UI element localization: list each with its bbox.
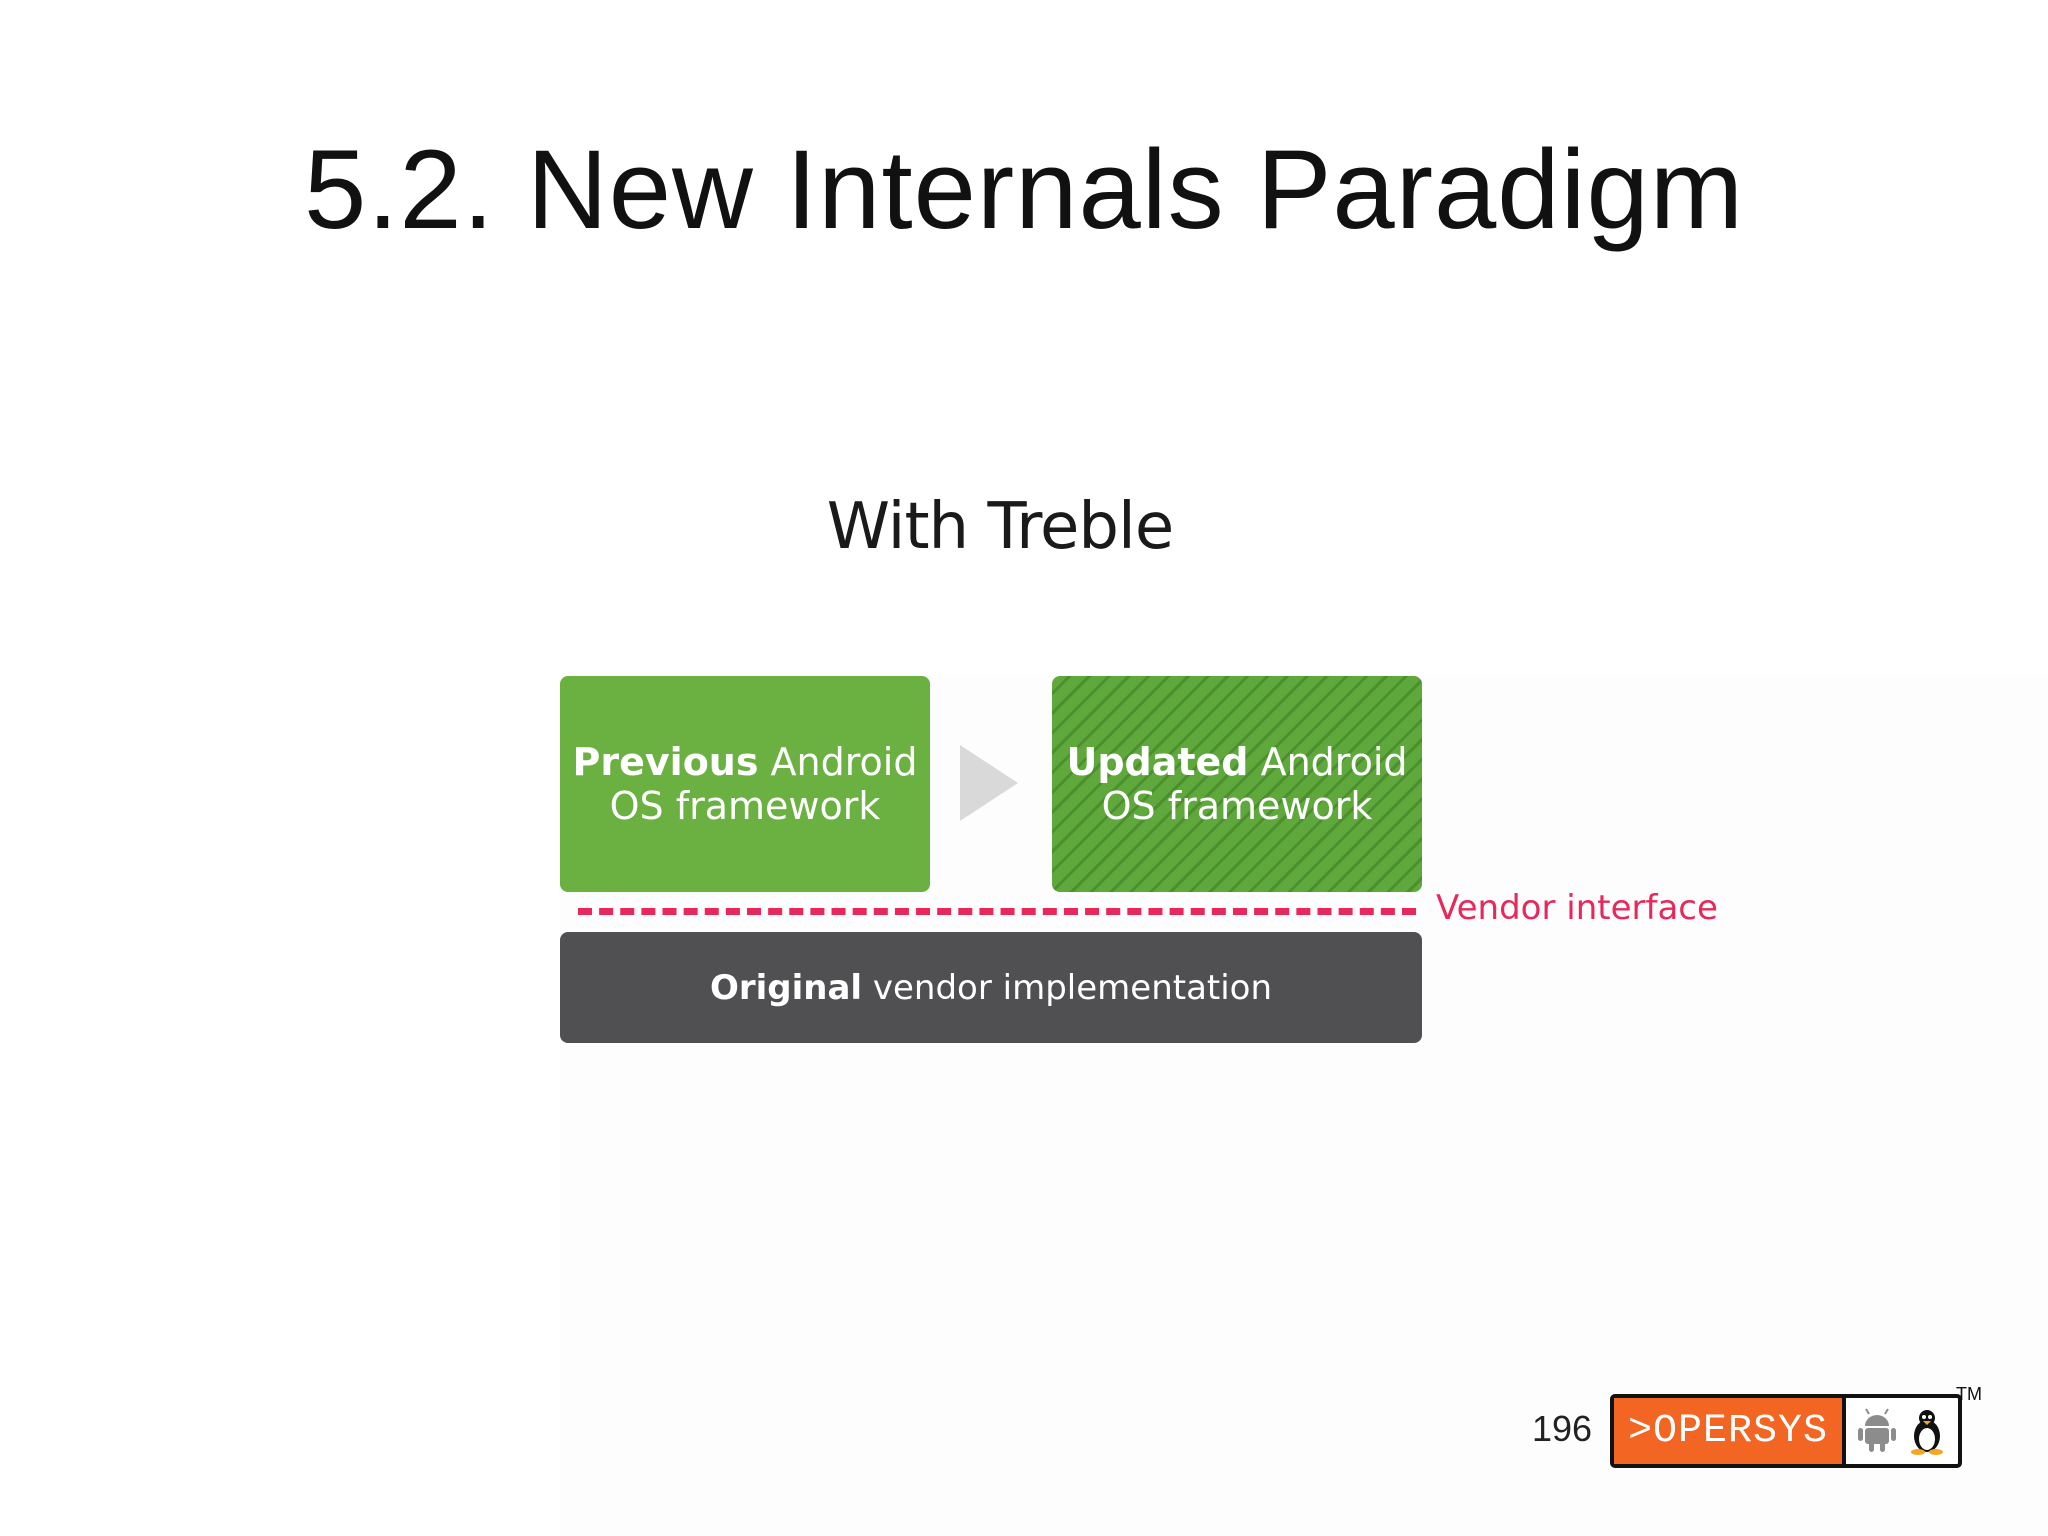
vendor-implementation-box: Original vendor implementation	[560, 932, 1422, 1043]
previous-box-rest: Android	[758, 740, 918, 784]
updated-box-rest: Android	[1248, 740, 1408, 784]
opersys-logo: >OPERSYS	[1610, 1394, 1962, 1468]
play-triangle-icon	[960, 745, 1018, 821]
vendor-interface-line	[578, 908, 1416, 915]
logo-icons	[1842, 1398, 1958, 1464]
previous-framework-box: Previous Android OS framework	[560, 676, 930, 892]
page-title: 5.2. New Internals Paradigm	[303, 127, 1745, 252]
page-number: 196	[1532, 1408, 1593, 1449]
previous-box-bold: Previous	[572, 740, 759, 784]
android-icon	[1858, 1408, 1896, 1452]
tux-penguin-icon	[1911, 1410, 1943, 1455]
updated-framework-box: Updated Android OS framework	[1052, 676, 1422, 892]
vendor-box-rest: vendor implementation	[862, 967, 1273, 1008]
updated-box-bold: Updated	[1066, 740, 1249, 784]
vendor-interface-label: Vendor interface	[1436, 888, 1718, 928]
vendor-box-bold: Original	[709, 967, 863, 1008]
logo-text: >OPERSYS	[1614, 1398, 1842, 1464]
diagram-title: With Treble	[826, 490, 1174, 564]
updated-box-line2: OS framework	[1101, 784, 1373, 828]
previous-box-line2: OS framework	[609, 784, 881, 828]
trademark-symbol: TM	[1956, 1384, 1982, 1404]
